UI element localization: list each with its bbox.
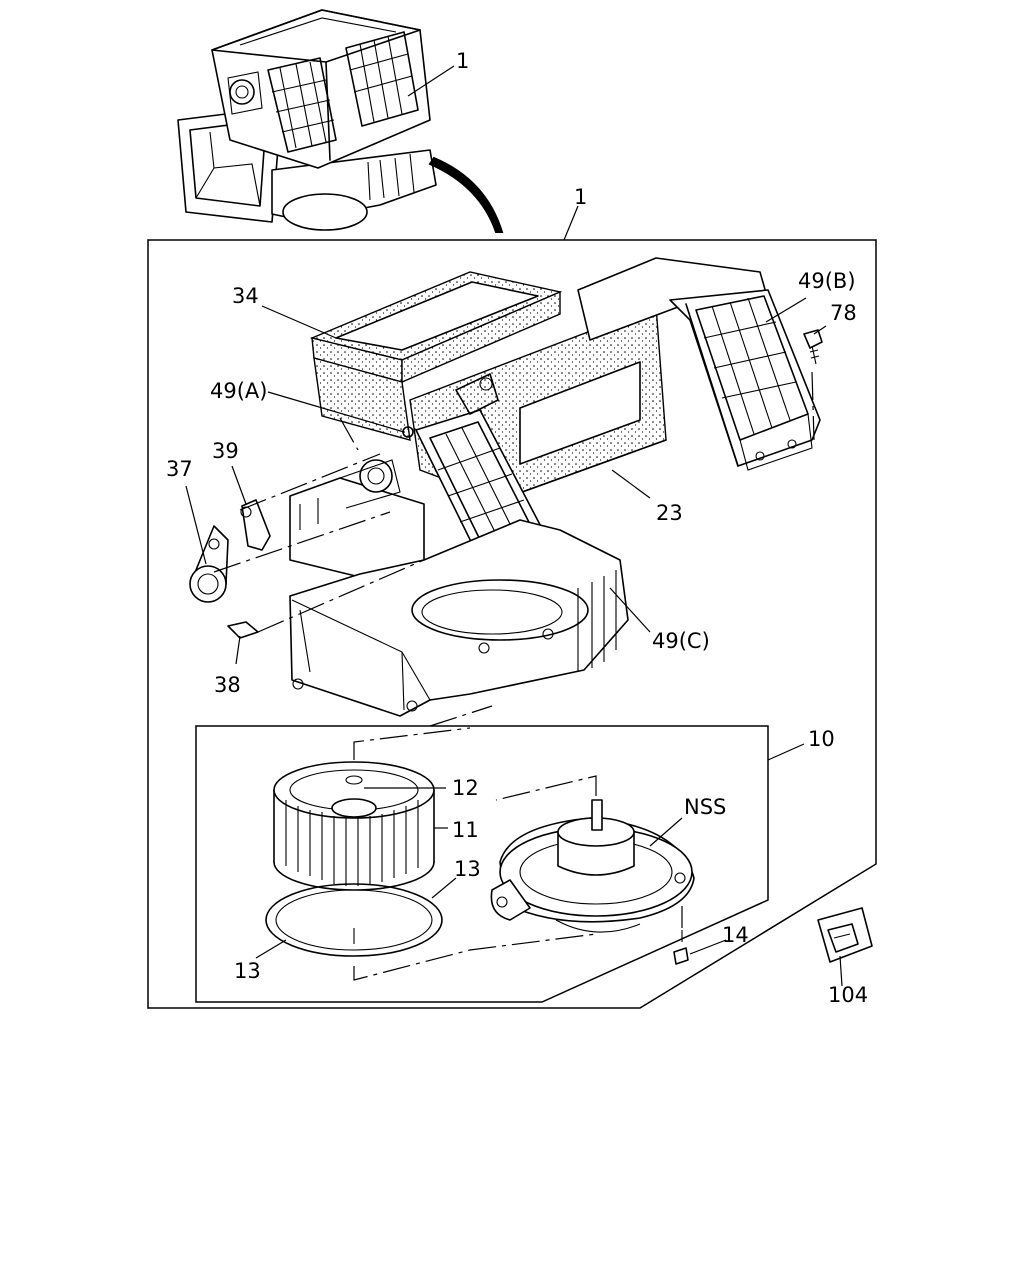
assembly-arrow <box>428 156 504 233</box>
label-fan-11: 11 <box>452 818 479 842</box>
blower-case-exploded <box>289 257 821 717</box>
label-main-assembly: 1 <box>574 185 587 209</box>
label-screw-14: 14 <box>722 923 749 947</box>
fan-11-part <box>273 761 435 891</box>
label-gasket-13-right: 13 <box>454 857 481 881</box>
main-assembly-frame <box>147 239 877 1009</box>
label-lever-39: 39 <box>212 439 239 463</box>
motor-assembly-frame <box>195 725 769 1003</box>
label-case-49b: 49(B) <box>798 269 856 293</box>
label-nut-12: 12 <box>452 776 479 800</box>
motor-nss-part <box>490 799 695 933</box>
label-resistor-104: 104 <box>828 983 868 1007</box>
label-link-37: 37 <box>166 457 193 481</box>
gasket-13-part <box>265 883 443 957</box>
label-motor-assy-10: 10 <box>808 727 835 751</box>
label-gasket-13-left: 13 <box>234 959 261 983</box>
label-top-assembly: 1 <box>456 49 469 73</box>
clip-38-part <box>227 621 259 639</box>
resistor-104-part <box>817 907 873 963</box>
label-case-49c: 49(C) <box>652 629 710 653</box>
label-clip-38: 38 <box>214 673 241 697</box>
assembled-blower-unit <box>177 9 437 231</box>
label-motor-nss: NSS <box>684 795 726 819</box>
label-case-49a: 49(A) <box>210 379 267 403</box>
label-duct-23: 23 <box>656 501 683 525</box>
link-37-part <box>189 525 229 603</box>
screw-14-part <box>673 930 689 965</box>
screw-78-part <box>803 329 823 365</box>
label-seal-34: 34 <box>232 284 259 308</box>
label-screw-78: 78 <box>830 301 857 325</box>
